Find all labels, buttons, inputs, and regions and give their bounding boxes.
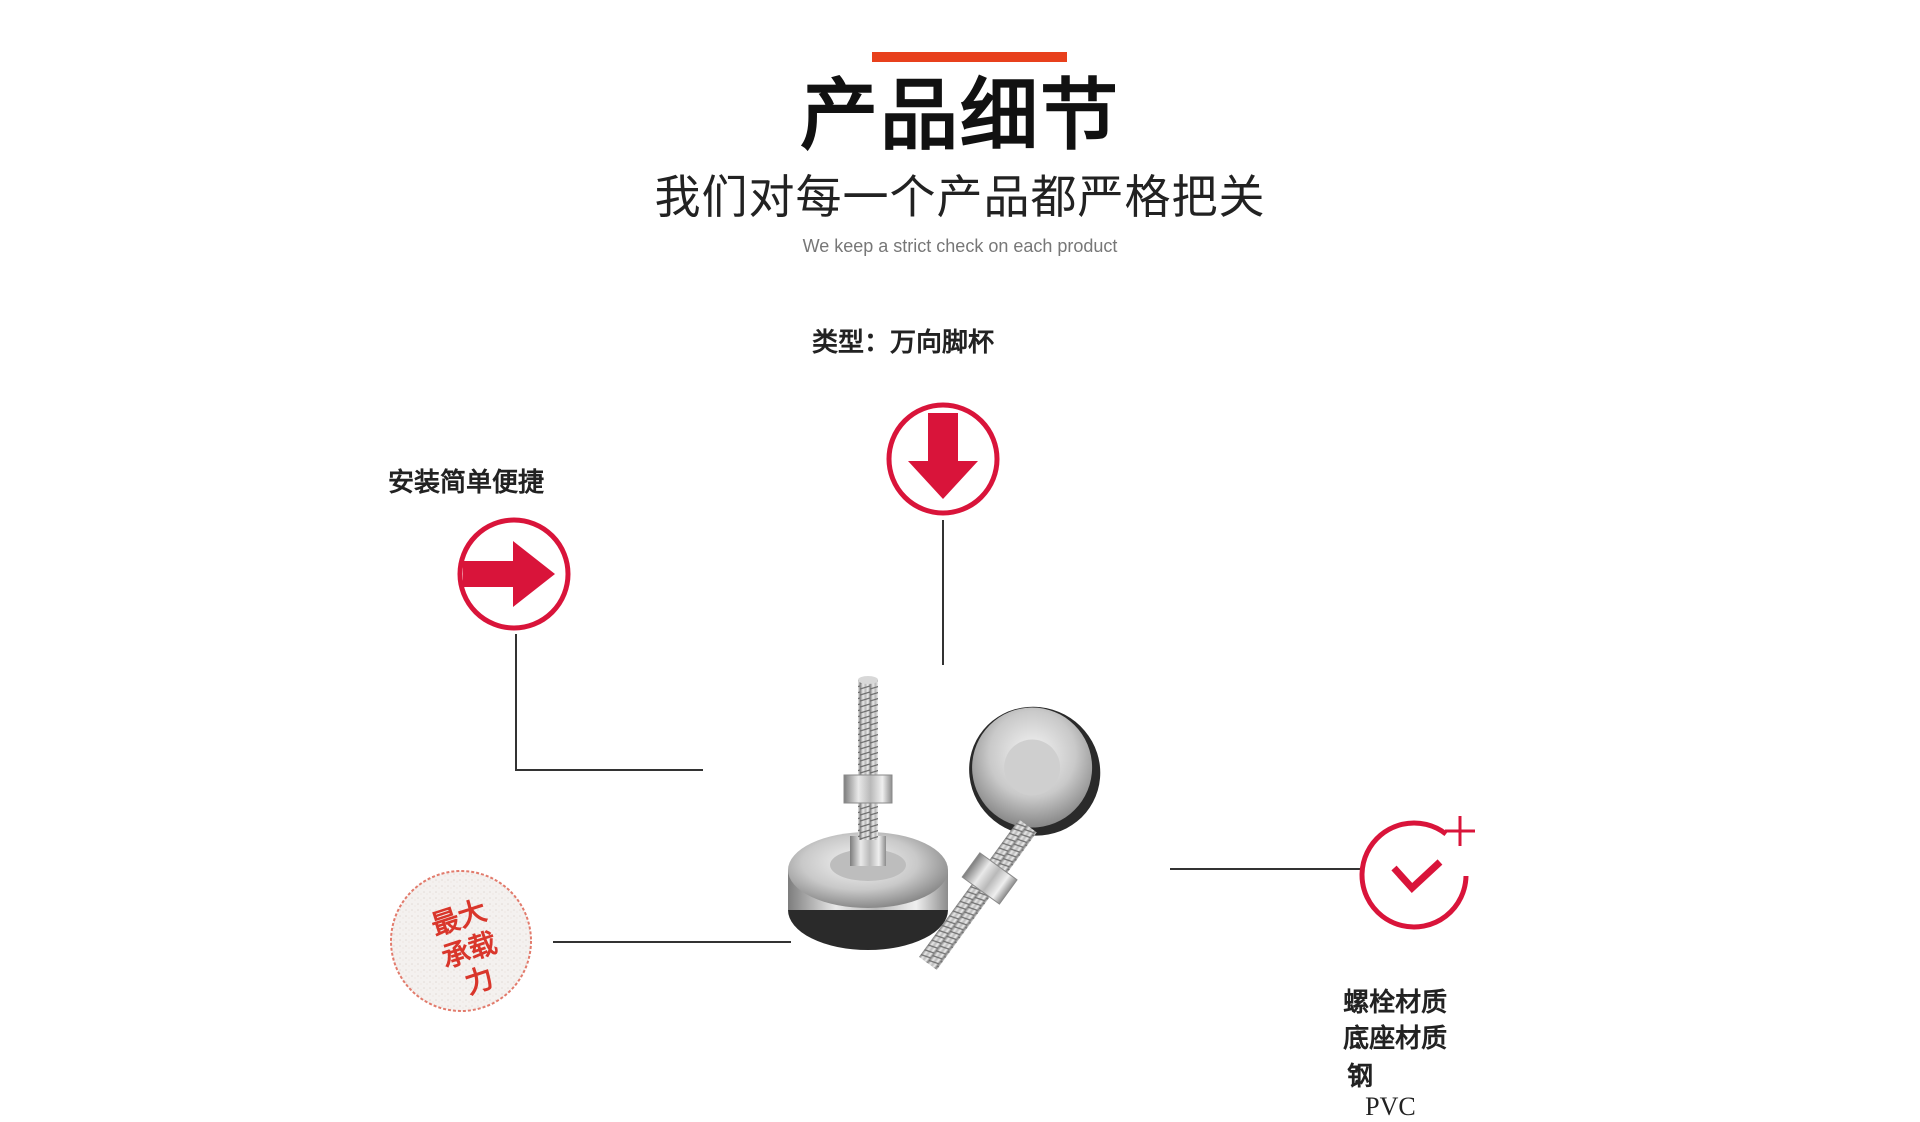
spec-bolt-label: 螺栓材质	[1343, 988, 1448, 1018]
connector-line-top	[942, 520, 944, 665]
right-arrow-icon	[457, 517, 571, 631]
type-label: 类型：万向脚杯	[812, 328, 995, 358]
max-load-stamp-icon: 最大 承载 力	[390, 870, 532, 1012]
product-image-leveling-feet	[788, 676, 1101, 970]
check-plus-icon	[1359, 816, 1475, 930]
spec-base-value: PVC	[1365, 1092, 1416, 1121]
install-label: 安装简单便捷	[388, 468, 545, 498]
connector-line-right	[1170, 868, 1360, 870]
accent-bar	[872, 52, 1067, 62]
spec-base-label: 底座材质	[1343, 1024, 1448, 1054]
connector-line-left-h	[515, 769, 703, 771]
page-subtitle: 我们对每一个产品都严格把关	[654, 170, 1266, 224]
down-arrow-icon	[886, 402, 1000, 516]
spec-bolt-row: 螺栓材质 ： 钢	[1325, 952, 1447, 1093]
page-subtitle-en: We keep a strict check on each product	[802, 236, 1118, 256]
connector-line-bottom-left	[553, 941, 791, 943]
connector-line-left-v	[515, 634, 517, 770]
spec-base-row: 底座材质 ： PVC	[1325, 988, 1447, 1122]
spec-bolt-sep: ：	[1351, 1025, 1378, 1055]
spec-base-sep: ：	[1351, 1061, 1378, 1091]
page-title: 产品细节	[799, 71, 1120, 161]
